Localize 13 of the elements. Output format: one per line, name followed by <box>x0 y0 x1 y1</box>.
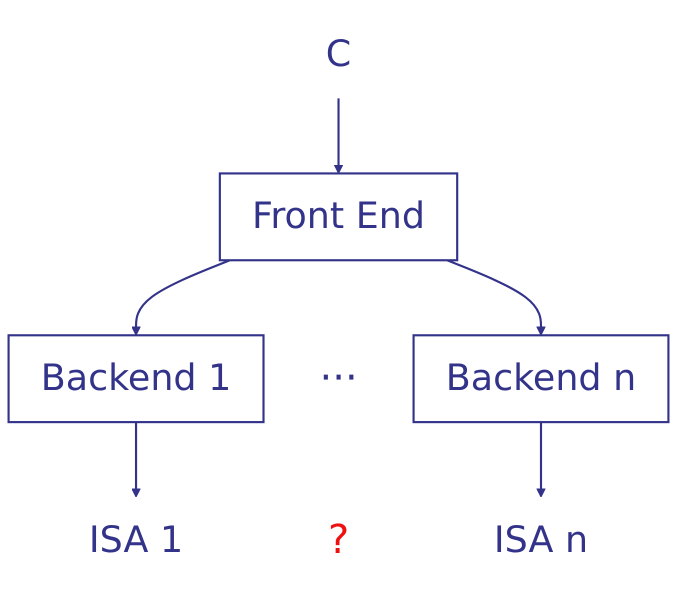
node-text: C <box>326 32 352 76</box>
node-box <box>8 334 265 423</box>
node-box <box>218 172 458 262</box>
arrow <box>446 258 546 336</box>
ellipsis: ··· <box>320 358 358 398</box>
node-text: ISA 1 <box>88 518 184 562</box>
node-box <box>412 334 670 423</box>
arrow <box>131 422 141 498</box>
node-text: ISA n <box>494 518 588 562</box>
arrow <box>334 98 344 174</box>
question-mark: ? <box>328 520 350 560</box>
arrow <box>131 258 230 336</box>
arrow <box>536 422 546 498</box>
